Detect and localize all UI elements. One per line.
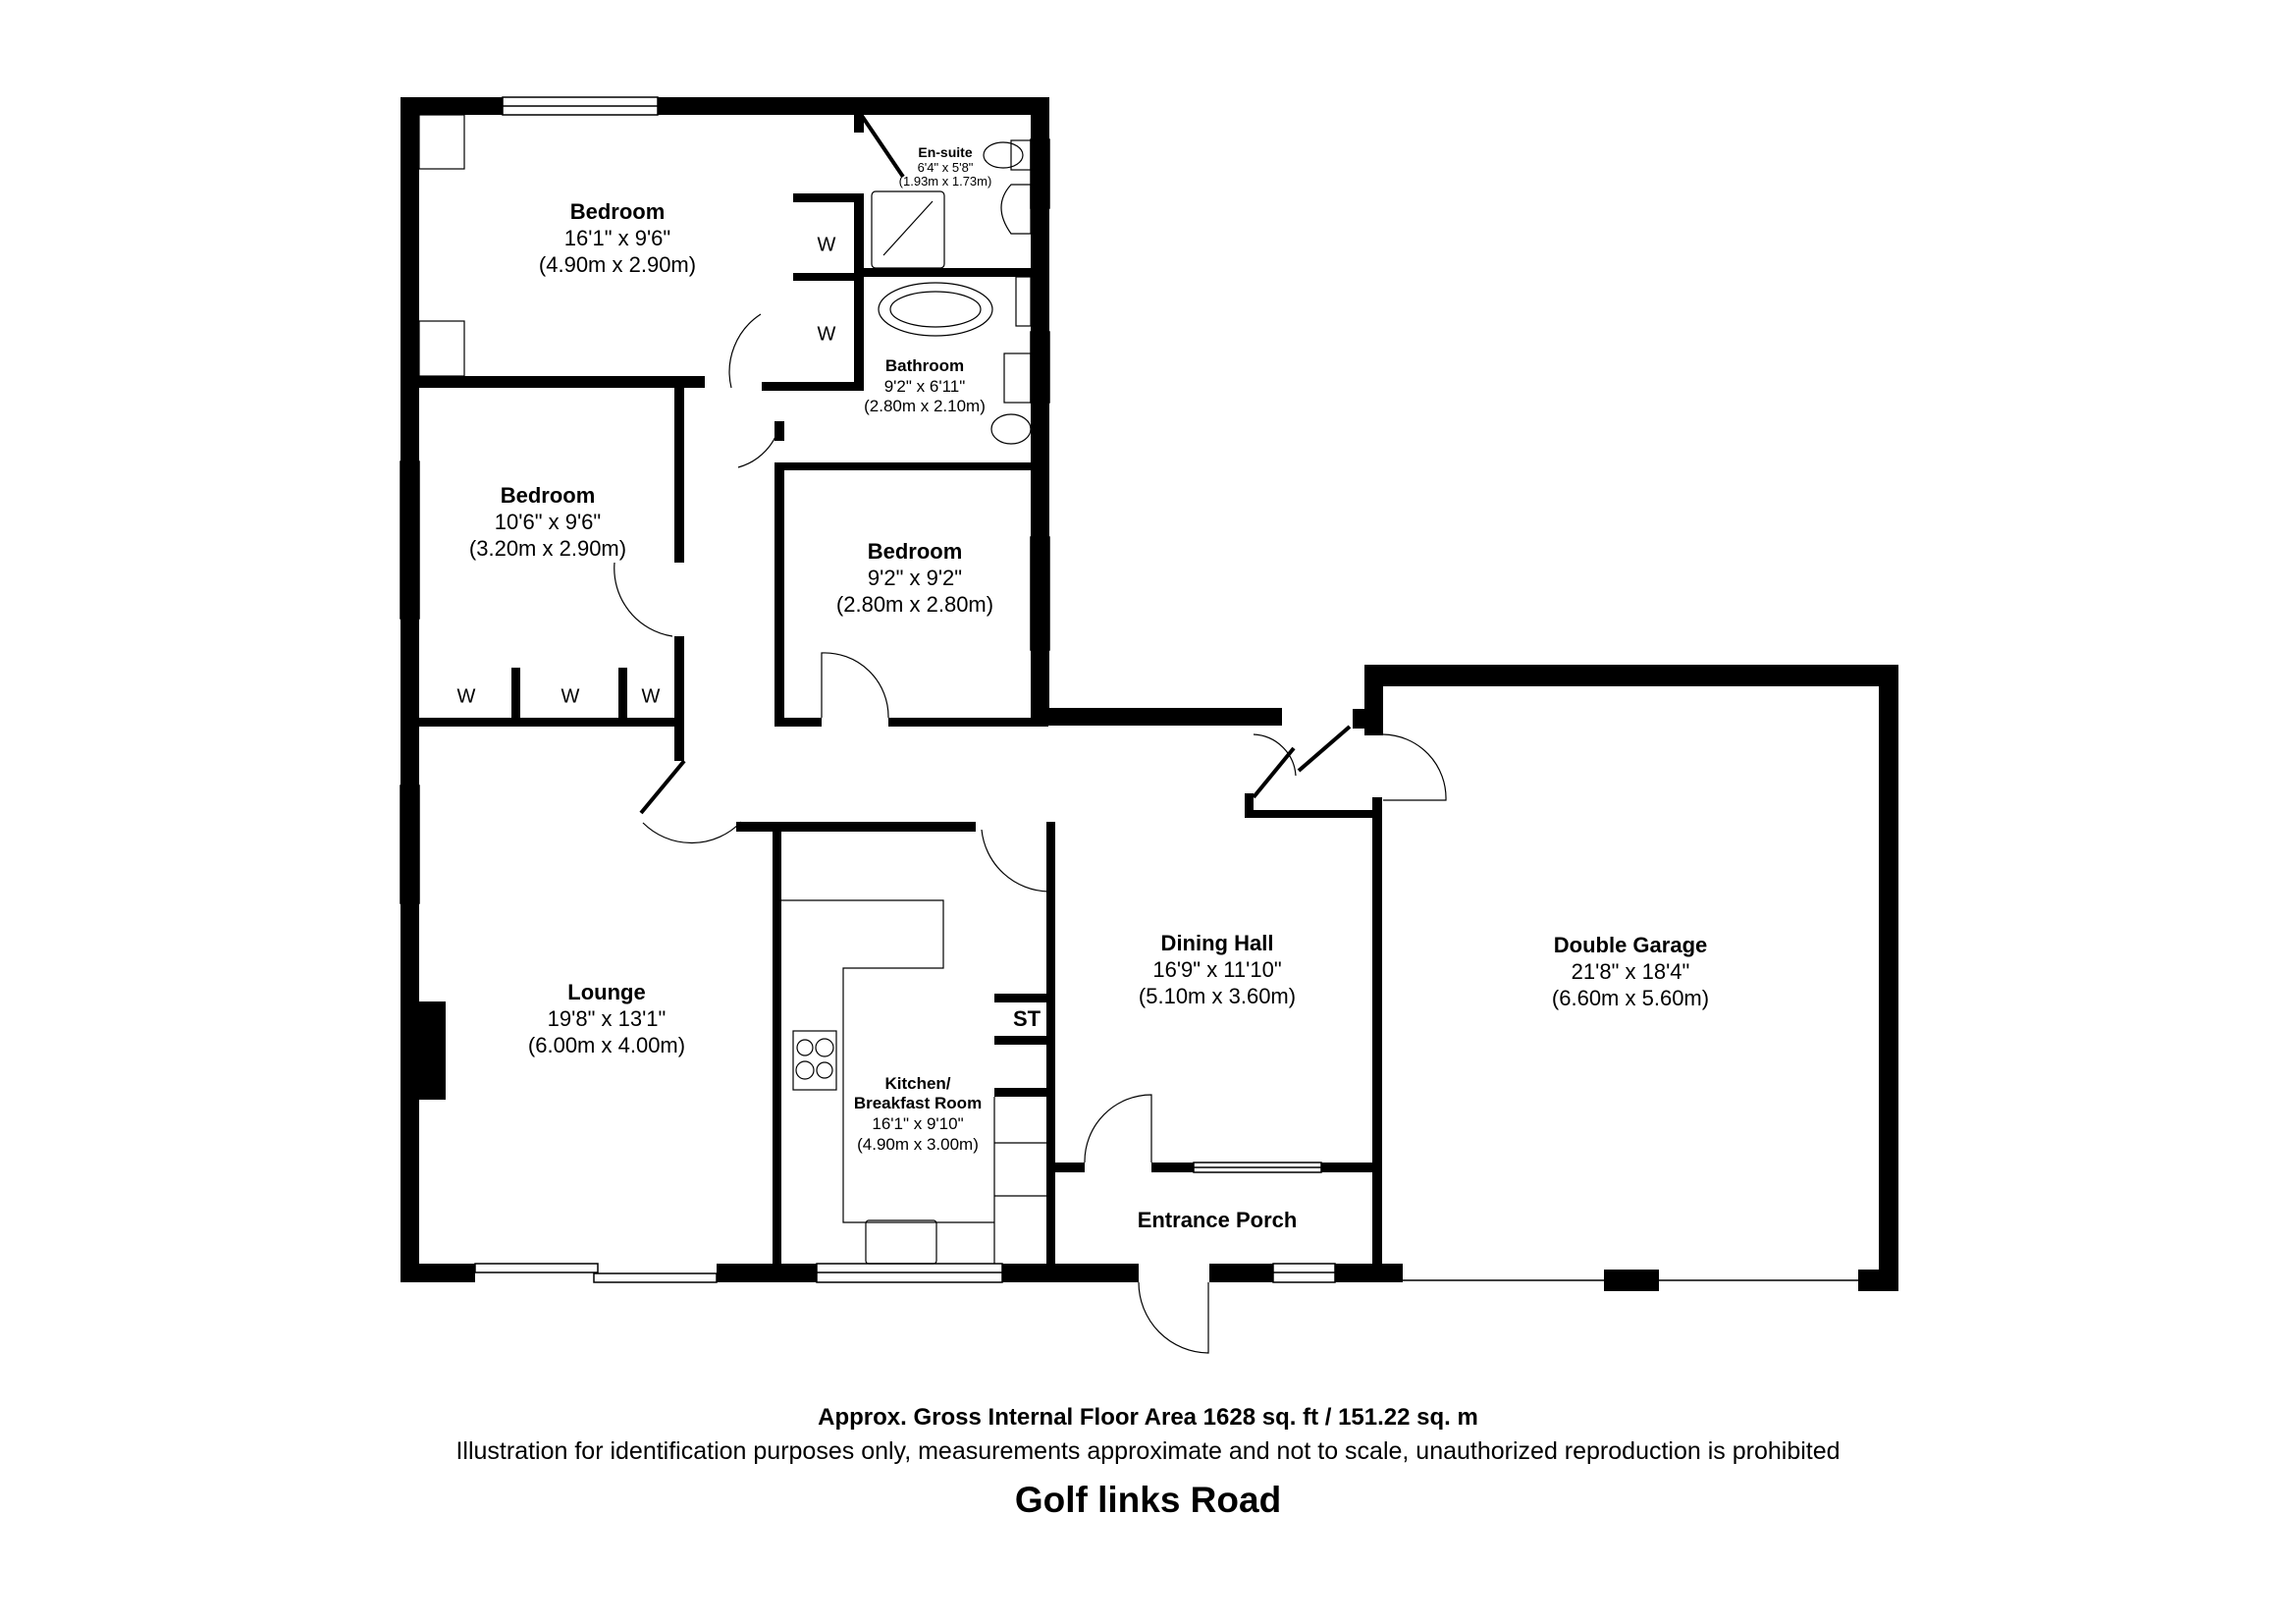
room-dining-hall: Dining Hall 16'9" x 11'10" (5.10m x 3.60… [1139, 931, 1296, 1009]
wardrobe-label: W [456, 685, 476, 708]
wardrobe-label: W [641, 685, 661, 708]
property-title: Golf links Road [1014, 1480, 1282, 1520]
room-dimensions-imperial: 16'9" x 11'10" [1152, 956, 1282, 982]
room-bedroom-2: Bedroom 10'6" x 9'6" (3.20m x 2.90m) [469, 483, 626, 562]
room-double-garage: Double Garage 21'8" x 18'4" (6.60m x 5.6… [1552, 933, 1709, 1011]
room-kitchen: Kitchen/ Breakfast Room 16'1" x 9'10" (4… [854, 1074, 982, 1155]
room-dimensions-metric: (4.90m x 3.00m) [857, 1134, 979, 1154]
room-bathroom: Bathroom 9'2" x 6'11" (2.80m x 2.10m) [864, 356, 986, 417]
store-label: ST [1012, 1006, 1041, 1031]
room-name: Kitchen/ Breakfast Room [853, 1074, 983, 1113]
room-dimensions-metric: (3.20m x 2.90m) [468, 535, 627, 561]
room-name: Bedroom [569, 199, 666, 224]
room-name: Entrance Porch [1137, 1208, 1298, 1232]
fixtures [418, 114, 1447, 1354]
floor-area-text: Approx. Gross Internal Floor Area 1628 s… [818, 1404, 1478, 1431]
room-name: Lounge [567, 980, 646, 1004]
room-dimensions-metric: (6.60m x 5.60m) [1551, 985, 1710, 1010]
room-dimensions-metric: (1.93m x 1.73m) [898, 174, 992, 189]
room-dimensions-metric: (5.10m x 3.60m) [1138, 983, 1297, 1008]
walls [400, 97, 1898, 1291]
disclaimer-text: Illustration for identification purposes… [455, 1437, 1841, 1465]
room-dimensions-imperial: 10'6" x 9'6" [494, 509, 602, 534]
room-name: Bedroom [500, 483, 596, 508]
room-dimensions-metric: (2.80m x 2.80m) [835, 591, 994, 617]
room-bedroom-3: Bedroom 9'2" x 9'2" (2.80m x 2.80m) [836, 539, 993, 618]
room-dimensions-imperial: 19'8" x 13'1" [547, 1005, 667, 1031]
room-dimensions-imperial: 16'1" x 9'10" [872, 1113, 964, 1133]
room-ensuite: En-suite 6'4" x 5'8" (1.93m x 1.73m) [899, 144, 992, 189]
windows [400, 96, 1858, 1283]
room-name: Bedroom [867, 539, 963, 564]
wardrobe-label: W [817, 234, 836, 256]
room-bedroom-1: Bedroom 16'1" x 9'6" (4.90m x 2.90m) [539, 199, 696, 278]
room-dimensions-imperial: 16'1" x 9'6" [563, 225, 671, 250]
door-leaves [639, 114, 1352, 815]
room-dimensions-imperial: 6'4" x 5'8" [917, 160, 974, 176]
room-dimensions-metric: (4.90m x 2.90m) [538, 251, 697, 277]
room-dimensions-imperial: 9'2" x 6'11" [883, 376, 966, 396]
room-entrance-porch: Entrance Porch [1138, 1208, 1298, 1234]
room-dimensions-imperial: 9'2" x 9'2" [867, 565, 963, 590]
wardrobe-label: W [561, 685, 580, 708]
room-dimensions-imperial: 21'8" x 18'4" [1571, 958, 1690, 984]
room-name: Double Garage [1553, 933, 1708, 957]
room-name: Dining Hall [1160, 931, 1274, 955]
wardrobe-label: W [817, 323, 836, 346]
room-name: Bathroom [884, 356, 965, 375]
room-lounge: Lounge 19'8" x 13'1" (6.00m x 4.00m) [528, 980, 685, 1058]
room-dimensions-metric: (6.00m x 4.00m) [527, 1032, 686, 1057]
room-dimensions-metric: (2.80m x 2.10m) [864, 397, 986, 416]
room-name: En-suite [918, 144, 973, 160]
